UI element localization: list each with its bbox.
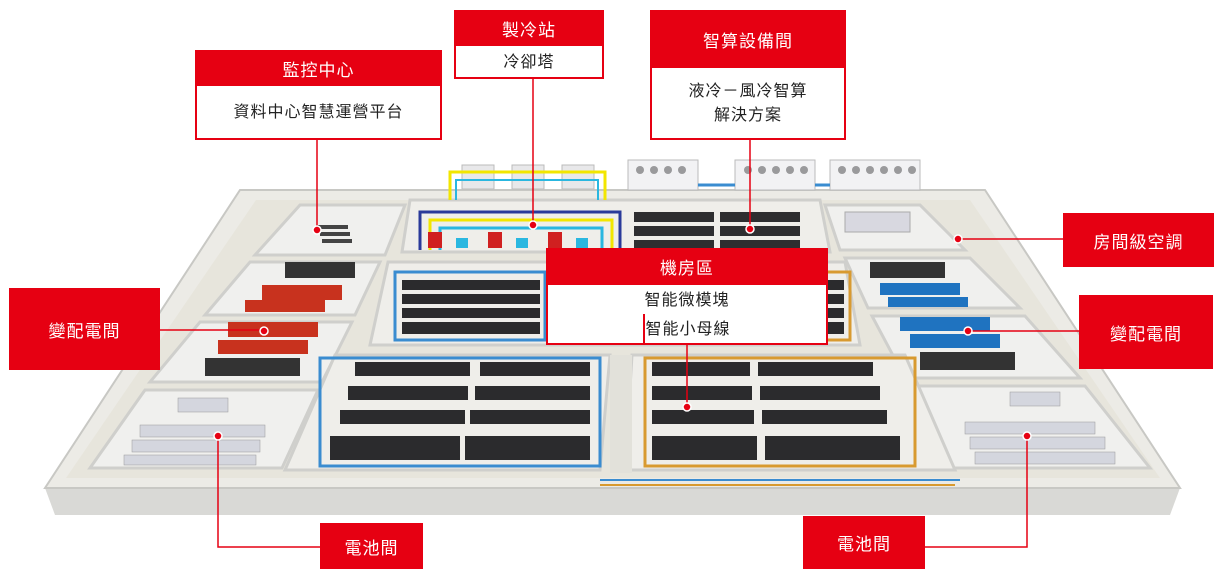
battery-right <box>964 391 1116 465</box>
room-ac-tag: 房間級空調 <box>1063 213 1214 267</box>
callout-compute-room: 智算設備間 液冷－風冷智算 解決方案 <box>650 10 846 140</box>
battery-room-left-tag: 電池間 <box>320 523 423 569</box>
machine-room-subtitles: 智能微模塊 智能小母線 <box>546 285 828 345</box>
micro-modules-lower-right <box>643 356 917 468</box>
leader-lines <box>160 79 1080 548</box>
battery-left <box>123 397 266 466</box>
compute-room-subtitle-line2: 解決方案 <box>713 105 782 124</box>
power-room-right-tag: 變配電間 <box>1079 295 1213 369</box>
compute-room-subtitle-line1: 液冷－風冷智算 <box>688 81 808 100</box>
callout-cooling-station: 製冷站 冷卻塔 <box>454 10 604 79</box>
cooling-station-subtitle: 冷卻塔 <box>454 46 604 79</box>
cooling-towers <box>448 164 607 200</box>
callout-machine-room: 機房區 智能微模塊 智能小母線 <box>546 248 828 345</box>
power-room-left-tag: 變配電間 <box>9 288 160 370</box>
room-ac-units <box>844 211 911 233</box>
compute-room-subtitle: 液冷－風冷智算 解決方案 <box>650 68 846 140</box>
central-corridor <box>610 355 632 473</box>
pump-units-cyan <box>456 238 588 248</box>
left-power-equipment <box>205 262 355 376</box>
chiller-fans <box>636 166 916 174</box>
machine-room-micro-module: 智能微模塊 <box>644 289 730 309</box>
machine-room-busway: 智能小母線 <box>643 314 730 343</box>
compute-racks <box>634 212 800 248</box>
floor-slab-edge <box>45 488 1180 515</box>
leader-dots <box>213 220 1032 441</box>
monitor-center-title: 監控中心 <box>195 50 442 86</box>
monitor-desks <box>318 225 352 243</box>
callout-monitor-center: 監控中心 資料中心智慧運營平台 <box>195 50 442 140</box>
cooling-station-title: 製冷站 <box>454 10 604 46</box>
machine-room-title: 機房區 <box>546 248 828 285</box>
compute-room-title: 智算設備間 <box>650 10 846 68</box>
pump-units <box>428 232 562 248</box>
battery-room-right-tag: 電池間 <box>803 516 925 569</box>
micro-modules-lower-left <box>318 356 602 468</box>
monitor-center-subtitle: 資料中心智慧運營平台 <box>195 86 442 140</box>
chiller-units <box>627 159 921 191</box>
